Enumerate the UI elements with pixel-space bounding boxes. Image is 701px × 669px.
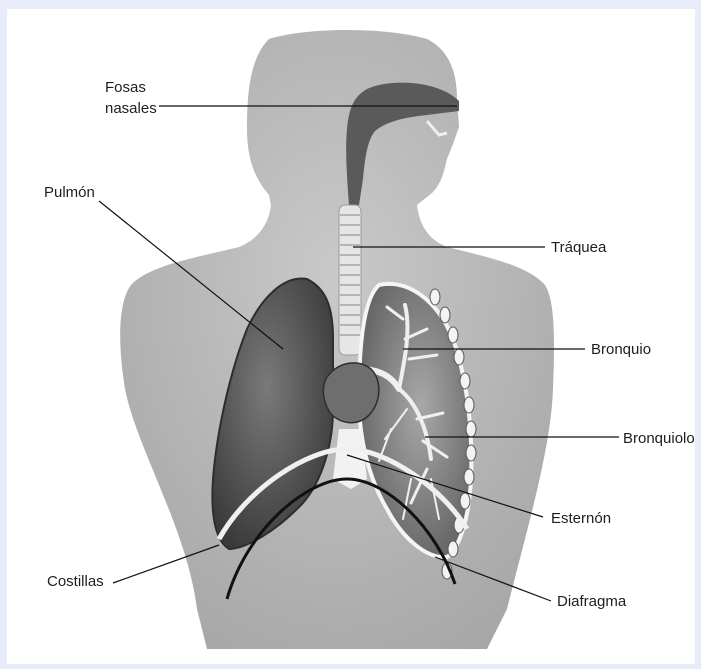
label-bronquio: Bronquio (591, 339, 651, 360)
body-silhouette (120, 30, 554, 649)
label-pulmon: Pulmón (44, 182, 95, 203)
label-fosas-nasales: Fosas nasales (105, 77, 157, 119)
heart (323, 363, 379, 423)
label-fosas-line2: nasales (105, 98, 157, 119)
figure-frame: Fosas nasales Pulmón Tráquea Bronquio Br… (7, 9, 695, 664)
label-fosas-line1: Fosas (105, 77, 157, 98)
label-diafragma: Diafragma (557, 591, 626, 612)
label-costillas: Costillas (47, 571, 104, 592)
trachea (339, 205, 361, 355)
label-esternon: Esternón (551, 508, 611, 529)
label-traquea: Tráquea (551, 237, 606, 258)
label-bronquiolo: Bronquiolo (623, 428, 695, 449)
